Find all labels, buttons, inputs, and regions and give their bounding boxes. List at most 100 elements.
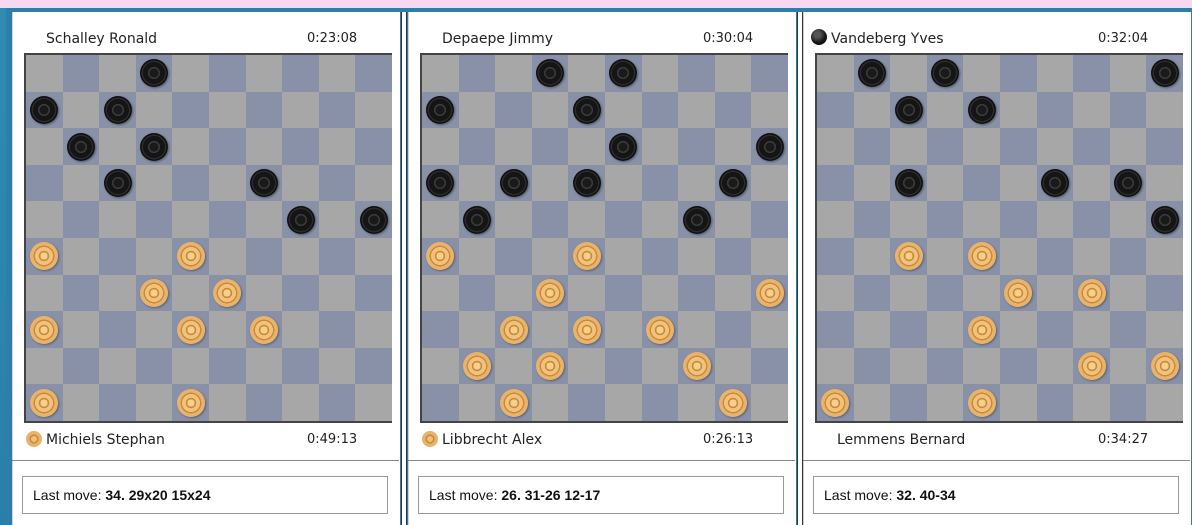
black-piece[interactable] [104,169,132,197]
board-square-dark[interactable] [319,165,356,202]
board-square-dark[interactable] [209,128,246,165]
board-square-dark[interactable] [99,384,136,421]
white-piece[interactable] [30,316,58,344]
black-piece[interactable] [1151,206,1179,234]
board-square-dark[interactable] [715,238,752,275]
board-square-dark[interactable] [1000,55,1037,92]
board-square-dark[interactable] [854,128,891,165]
white-piece[interactable] [573,242,601,270]
white-piece[interactable] [1151,352,1179,380]
white-piece[interactable] [536,352,564,380]
board-square-dark[interactable] [751,348,788,385]
board-square-dark[interactable] [642,384,679,421]
board-square-dark[interactable] [1110,384,1147,421]
board-square-dark[interactable] [927,128,964,165]
board-square-dark[interactable] [817,311,854,348]
board-square-dark[interactable] [495,92,532,129]
board-square-dark[interactable] [209,55,246,92]
board-square-dark[interactable] [355,275,392,312]
white-piece[interactable] [1078,279,1106,307]
black-piece[interactable] [140,133,168,161]
black-piece[interactable] [858,59,886,87]
board-square-dark[interactable] [136,348,173,385]
black-piece[interactable] [968,96,996,124]
board-square-dark[interactable] [355,348,392,385]
board-square-dark[interactable] [751,201,788,238]
board-square-dark[interactable] [854,275,891,312]
black-piece[interactable] [67,133,95,161]
board-square-dark[interactable] [136,201,173,238]
white-piece[interactable] [213,279,241,307]
board-square-dark[interactable] [817,165,854,202]
checkers-board[interactable] [420,53,788,423]
white-piece[interactable] [177,242,205,270]
checkers-board[interactable] [815,53,1183,423]
board-square-dark[interactable] [642,238,679,275]
board-square-dark[interactable] [209,201,246,238]
black-piece[interactable] [895,96,923,124]
board-square-dark[interactable] [282,275,319,312]
board-square-dark[interactable] [99,311,136,348]
board-square-dark[interactable] [817,238,854,275]
board-square-dark[interactable] [459,275,496,312]
board-square-dark[interactable] [63,275,100,312]
board-square-dark[interactable] [890,311,927,348]
board-square-dark[interactable] [1110,238,1147,275]
board-square-dark[interactable] [1000,128,1037,165]
board-square-dark[interactable] [282,348,319,385]
white-piece[interactable] [1004,279,1032,307]
board-square-dark[interactable] [1037,92,1074,129]
board-square-dark[interactable] [282,128,319,165]
board-square-dark[interactable] [1146,275,1183,312]
white-piece[interactable] [968,389,996,417]
board-square-dark[interactable] [751,55,788,92]
board-square-dark[interactable] [1073,128,1110,165]
black-piece[interactable] [719,169,747,197]
board-square-dark[interactable] [495,238,532,275]
board-square-dark[interactable] [319,311,356,348]
board-square-dark[interactable] [927,348,964,385]
white-piece[interactable] [573,316,601,344]
white-piece[interactable] [895,242,923,270]
board-square-dark[interactable] [605,348,642,385]
black-piece[interactable] [463,206,491,234]
board-square-dark[interactable] [1110,311,1147,348]
board-square-dark[interactable] [678,275,715,312]
board-square-dark[interactable] [1146,128,1183,165]
board-square-dark[interactable] [63,55,100,92]
black-piece[interactable] [573,169,601,197]
white-piece[interactable] [683,352,711,380]
board-square-dark[interactable] [532,201,569,238]
board-square-dark[interactable] [1037,311,1074,348]
board-square-dark[interactable] [1000,348,1037,385]
board-square-dark[interactable] [1037,238,1074,275]
black-piece[interactable] [1041,169,1069,197]
board-square-dark[interactable] [927,201,964,238]
white-piece[interactable] [968,242,996,270]
board-square-dark[interactable] [319,92,356,129]
black-piece[interactable] [609,133,637,161]
board-square-dark[interactable] [854,201,891,238]
black-piece[interactable] [1151,59,1179,87]
board-square-dark[interactable] [817,92,854,129]
black-piece[interactable] [426,96,454,124]
white-piece[interactable] [250,316,278,344]
board-square-dark[interactable] [678,55,715,92]
board-square-dark[interactable] [63,201,100,238]
black-piece[interactable] [895,169,923,197]
board-square-dark[interactable] [1000,201,1037,238]
board-square-dark[interactable] [172,165,209,202]
board-square-dark[interactable] [459,128,496,165]
black-piece[interactable] [287,206,315,234]
board-square-dark[interactable] [422,384,459,421]
white-piece[interactable] [500,316,528,344]
board-square-dark[interactable] [1073,201,1110,238]
white-piece[interactable] [536,279,564,307]
board-square-dark[interactable] [246,384,283,421]
board-square-dark[interactable] [715,92,752,129]
board-square-dark[interactable] [172,92,209,129]
white-piece[interactable] [140,279,168,307]
board-square-dark[interactable] [355,128,392,165]
white-piece[interactable] [177,389,205,417]
board-square-dark[interactable] [1073,55,1110,92]
